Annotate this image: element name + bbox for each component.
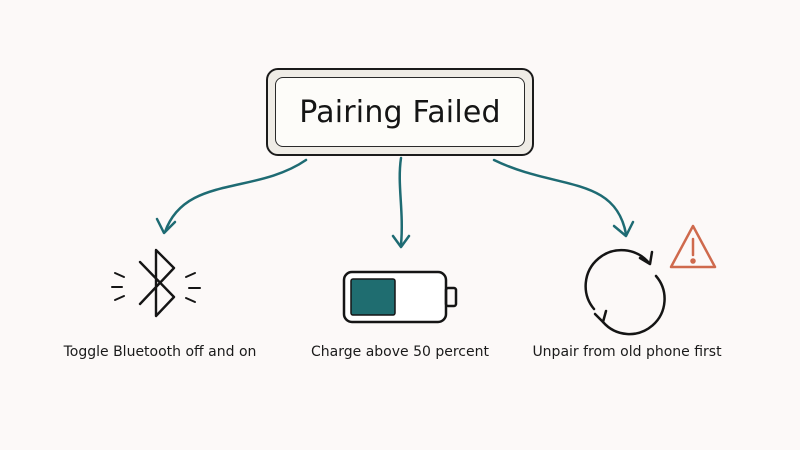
bluetooth-icon	[111, 248, 201, 318]
title-card: Pairing Failed	[266, 68, 534, 156]
arrow-head-bluetooth	[155, 217, 177, 235]
battery-charge-fill	[350, 278, 396, 316]
tip-caption-battery: Charge above 50 percent	[311, 344, 489, 360]
warning-triangle-icon	[669, 224, 717, 269]
signal-lines-icon	[111, 272, 201, 303]
arrow-to-bluetooth	[163, 158, 308, 234]
battery-icon	[342, 270, 458, 324]
title-card-inner: Pairing Failed	[275, 77, 525, 147]
connector-arrows	[155, 156, 635, 249]
tip-caption-bluetooth: Toggle Bluetooth off and on	[63, 344, 257, 360]
arrow-head-battery	[391, 234, 411, 249]
arrow-head-unpair	[612, 220, 635, 238]
arrow-to-unpair	[492, 158, 628, 236]
battery-terminal	[444, 286, 458, 308]
refresh-cycle-icon	[584, 248, 666, 336]
tip-caption-unpair: Unpair from old phone first	[532, 344, 722, 360]
arrow-to-battery	[398, 156, 404, 247]
diagram-title: Pairing Failed	[299, 94, 501, 130]
